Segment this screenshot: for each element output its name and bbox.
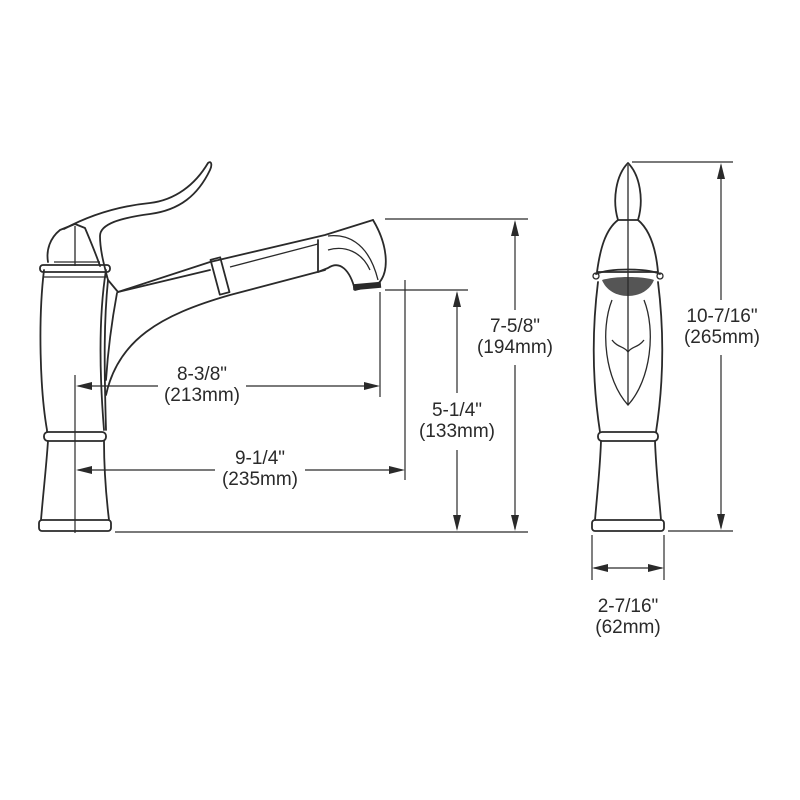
base-diameter-label: 2-7/16" (62mm) (588, 596, 668, 638)
front-view-dimension-lines (591, 161, 733, 580)
front-view-faucet (591, 162, 665, 532)
spout-reach-imperial: 8-3/8" (176, 364, 228, 385)
spout-reach-metric: (213mm) (163, 385, 240, 406)
side-view-dimension-lines (74, 218, 528, 533)
side-view-faucet (38, 161, 387, 532)
spout-height-imperial: 5-1/4" (431, 400, 483, 421)
overall-reach-imperial: 9-1/4" (234, 448, 286, 469)
base-diameter-imperial: 2-7/16" (597, 596, 659, 617)
spout-reach-label: 8-3/8" (213mm) (158, 364, 246, 406)
base-diameter-metric: (62mm) (595, 617, 661, 638)
spout-top-height-imperial: 7-5/8" (489, 316, 541, 337)
overall-height-imperial: 10-7/16" (686, 306, 758, 327)
overall-reach-label: 9-1/4" (235mm) (215, 448, 305, 490)
overall-height-label: 10-7/16" (265mm) (676, 306, 768, 348)
spout-top-height-label: 7-5/8" (194mm) (470, 316, 560, 358)
spout-height-label: 5-1/4" (133mm) (412, 400, 502, 442)
spout-top-height-metric: (194mm) (476, 337, 553, 358)
overall-height-metric: (265mm) (683, 327, 760, 348)
spout-height-metric: (133mm) (418, 421, 495, 442)
overall-reach-metric: (235mm) (221, 469, 298, 490)
